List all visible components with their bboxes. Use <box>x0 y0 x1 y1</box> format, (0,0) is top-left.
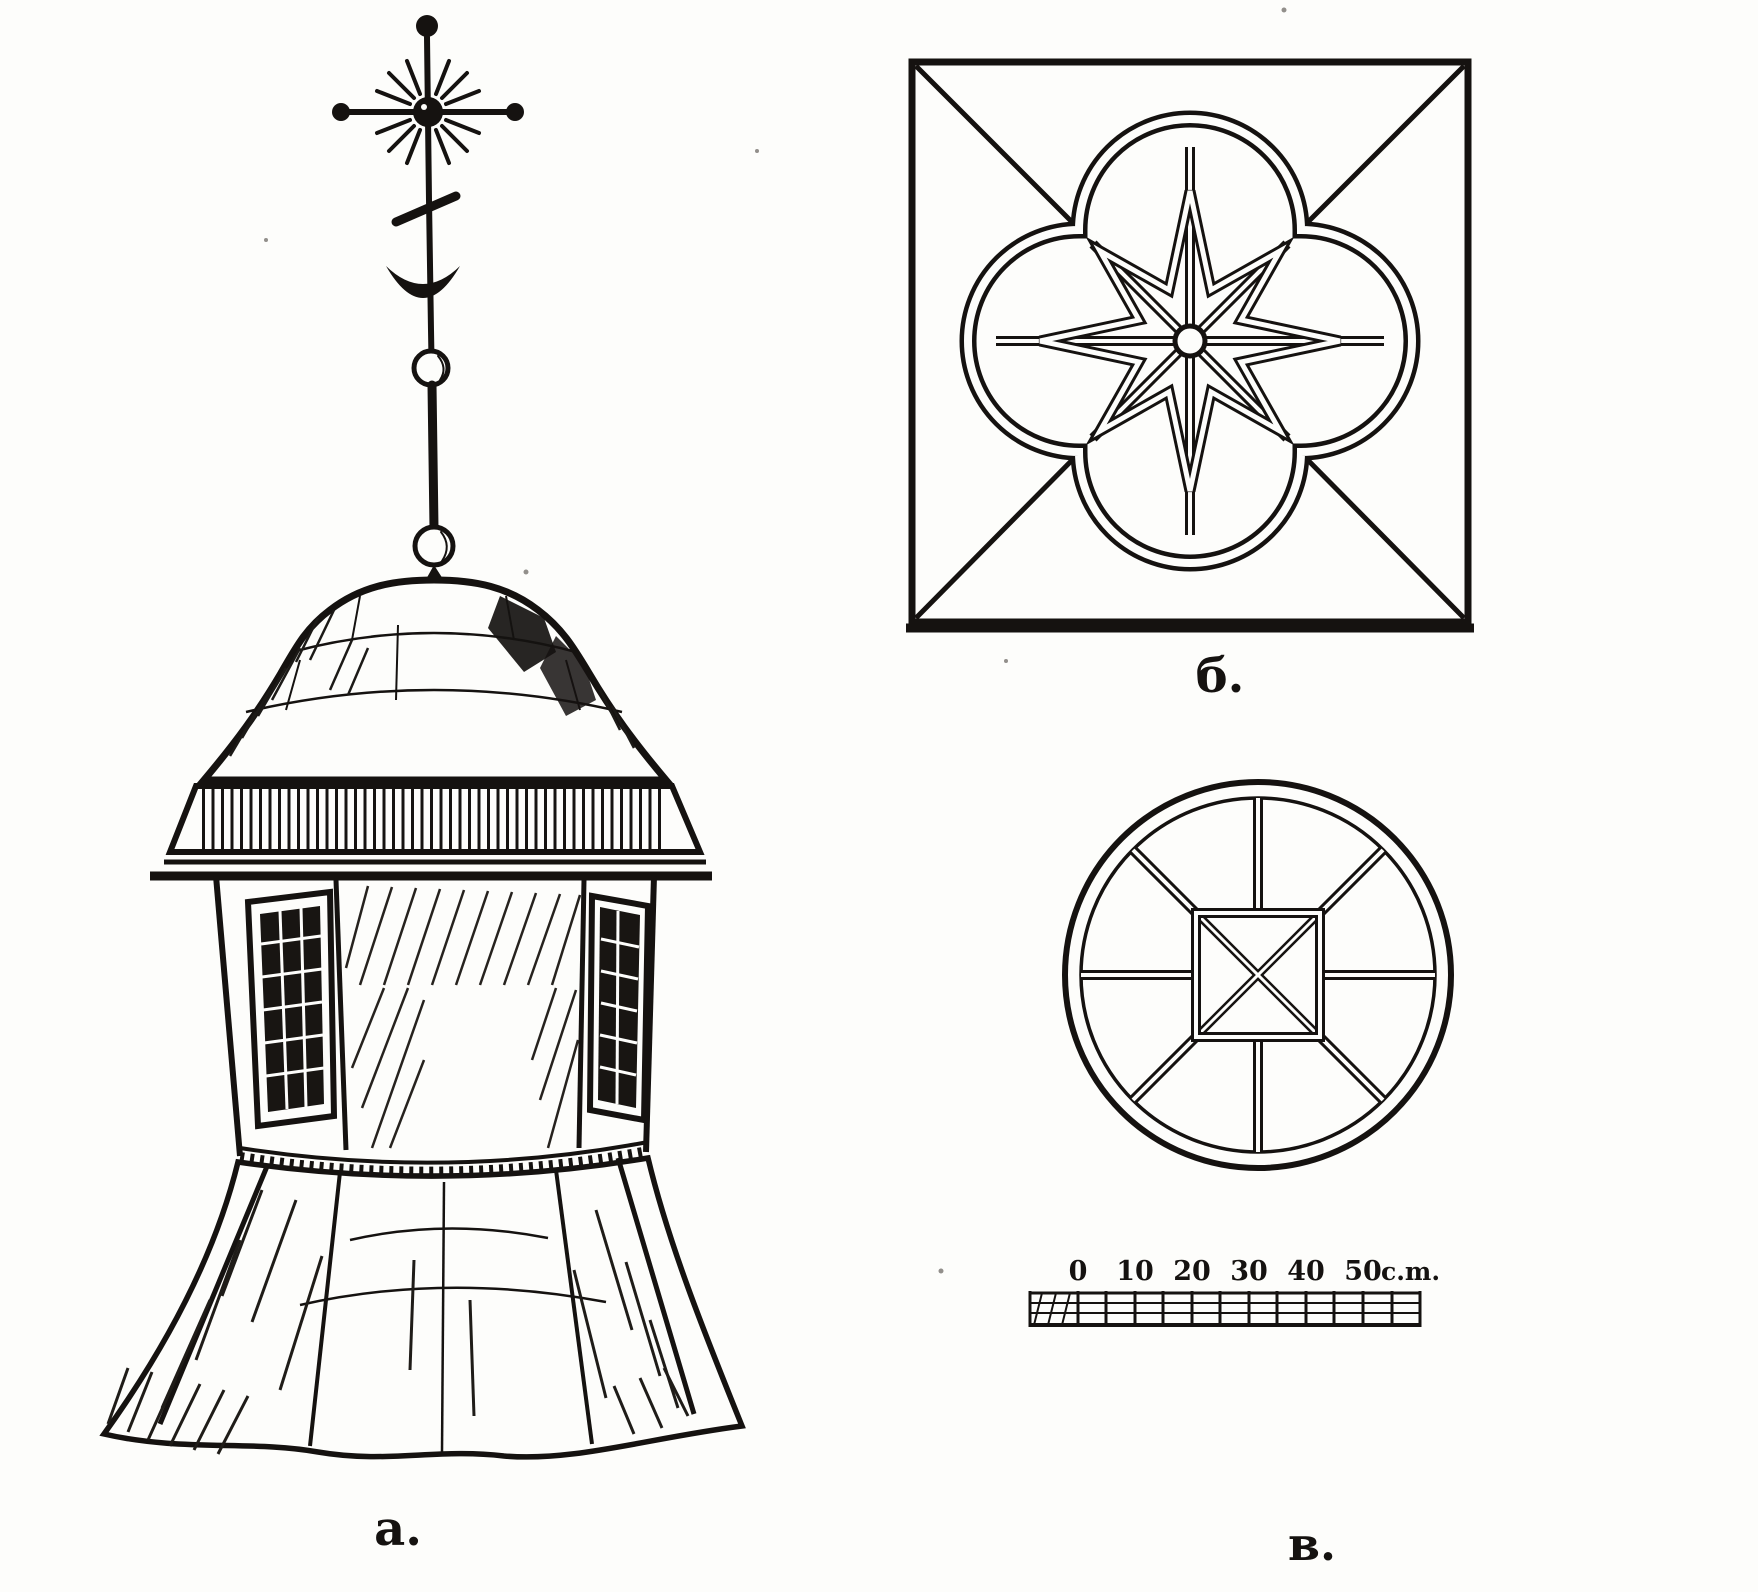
right-louver-window <box>586 892 652 1124</box>
star-tracery <box>1038 189 1342 493</box>
scale-label-20: 20 <box>1173 1256 1211 1287</box>
scale-label-30: 30 <box>1230 1256 1268 1287</box>
slanted-crossbar <box>391 191 461 227</box>
scale-ticks <box>1028 1291 1422 1327</box>
sunburst-core <box>413 97 443 127</box>
scale-unit-label: c.m. <box>1381 1257 1440 1286</box>
dome-hatching <box>228 609 636 757</box>
scale-label-40: 40 <box>1287 1256 1325 1287</box>
dome <box>196 576 674 784</box>
figure-label-v: в. <box>1288 1517 1336 1571</box>
scale-label-0: 0 <box>1069 1256 1088 1287</box>
drum <box>213 875 657 1185</box>
sunburst-finial <box>371 55 485 169</box>
round-window-centre-motif <box>1191 908 1325 1042</box>
figure-label-b: б. <box>1196 648 1245 704</box>
scale-ruler: 0 10 20 30 40 50 c.m. <box>1028 1256 1440 1327</box>
cross-arm-ball-left <box>332 103 350 121</box>
corner-splays <box>914 64 1466 620</box>
figure-label-a: а. <box>374 1501 422 1557</box>
left-louver-window <box>244 888 338 1130</box>
scale-label-50: 50 <box>1344 1256 1382 1287</box>
round-window-figure <box>1062 779 1454 1171</box>
cross-arm-ball-right <box>506 103 524 121</box>
scale-labels: 0 10 20 30 40 50 c.m. <box>1069 1256 1440 1287</box>
round-window-spokes <box>1081 798 1435 1152</box>
scan-specks <box>264 7 1287 1274</box>
roof-hatching <box>106 1189 690 1455</box>
tent-roof <box>99 1154 746 1460</box>
dome-shading-patch <box>488 596 556 672</box>
quatrefoil-window-figure <box>906 58 1474 633</box>
scale-label-10: 10 <box>1116 1256 1154 1287</box>
drum-face-hatching <box>344 885 582 1149</box>
finial-top-ball <box>416 15 438 37</box>
spire-cross <box>332 15 524 590</box>
eaves-fringe <box>150 783 712 881</box>
star-hub <box>1172 323 1208 359</box>
crescent-moon <box>386 266 460 298</box>
cupola-figure <box>99 15 746 1460</box>
quatrefoil-frame <box>908 58 1472 626</box>
